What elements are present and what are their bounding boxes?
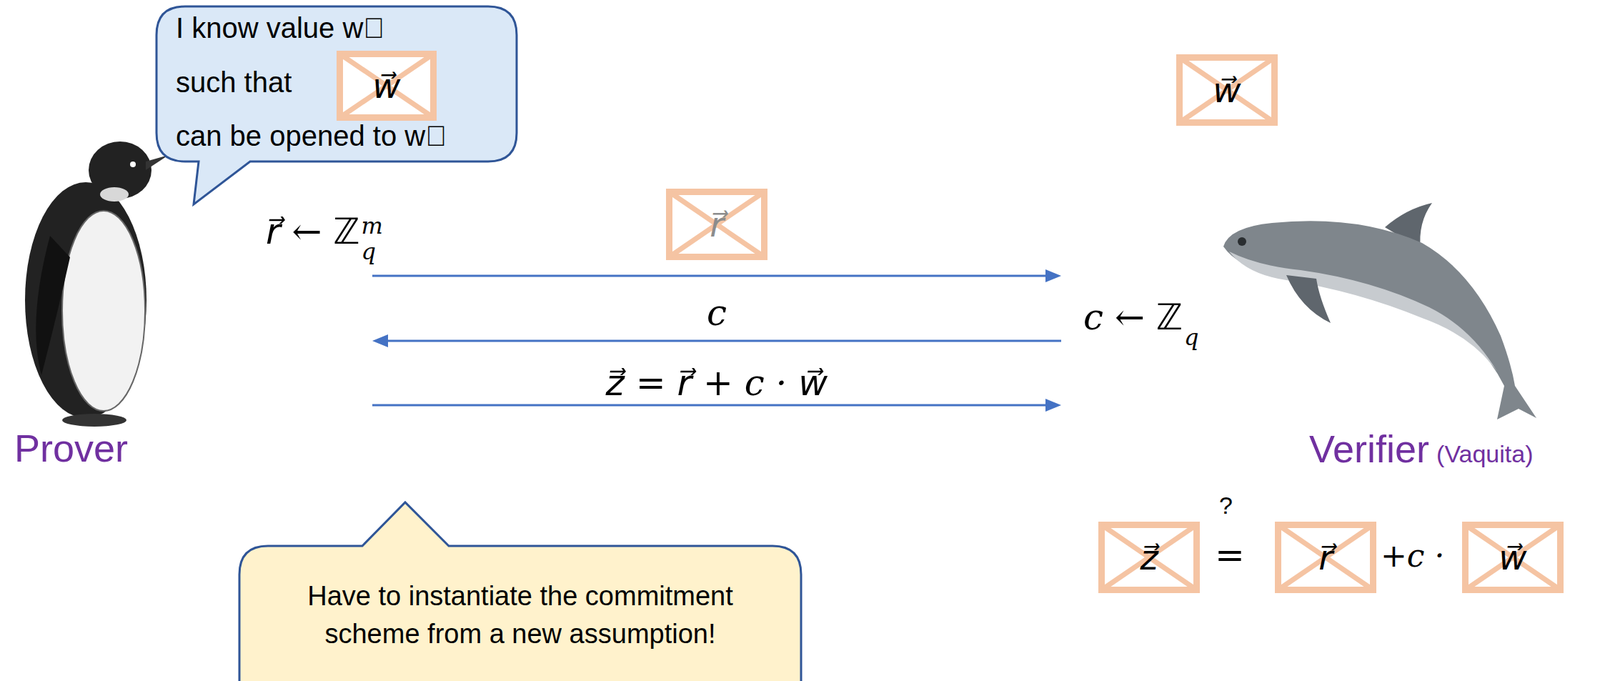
commitment-envelope: r⃗	[666, 188, 768, 261]
party-label: Verifier	[1309, 426, 1430, 471]
commitment-envelope: w⃗	[1176, 54, 1278, 126]
envelope-border	[1101, 525, 1197, 591]
commitment-envelope: z⃗	[1098, 521, 1200, 594]
note-text: such that	[175, 66, 292, 99]
vaquita-body	[1223, 220, 1537, 420]
envelope-content: r⃗	[666, 188, 768, 261]
node-outline	[0, 135, 373, 472]
superscript: m	[360, 214, 383, 238]
math-label: ?	[1219, 491, 1233, 520]
arrow-shaft	[386, 340, 1062, 343]
envelope-border	[1278, 525, 1374, 591]
envelope-fold	[340, 54, 434, 118]
party-label: (Vaquita)	[1436, 440, 1533, 469]
speech-bubble: I know value w⃗ such that can be opened to…	[155, 5, 519, 208]
math-label: r⃗ ← ℤ	[265, 213, 360, 250]
envelope-content: z⃗	[1098, 521, 1200, 594]
envelope-fold	[669, 192, 765, 258]
penguin-belly	[62, 210, 146, 411]
envelope-fold	[1465, 525, 1561, 591]
message-arrow	[372, 334, 1062, 348]
committed-value: r⃗	[1318, 540, 1333, 575]
penguin-flipper	[35, 235, 71, 376]
math-label: +c ·	[1380, 540, 1445, 572]
envelope-fold	[340, 54, 434, 118]
math-label: =	[1214, 537, 1245, 574]
envelope-fold	[1278, 525, 1374, 591]
envelope-fold	[1465, 525, 1561, 591]
envelope-fold	[1101, 525, 1197, 591]
committed-value: w⃗	[1498, 540, 1527, 575]
vaquita-illustration	[1223, 202, 1537, 420]
index-stack: mq	[360, 214, 383, 263]
prover-party: Prover	[0, 135, 373, 472]
envelope-fold	[1101, 525, 1197, 591]
spacer	[1184, 300, 1199, 324]
penguin-neck	[100, 187, 129, 202]
arrow-shaft	[372, 404, 1047, 407]
envelope-fold	[1278, 525, 1374, 591]
note-text: I know value w⃗	[175, 12, 385, 45]
note-text: can be opened to w⃗	[175, 120, 447, 153]
vaquita-flipper	[1286, 275, 1331, 324]
subscript: q	[360, 240, 383, 263]
index-stack: q	[1184, 300, 1199, 349]
committed-value: w⃗	[372, 68, 401, 103]
envelope-fold	[1179, 57, 1275, 123]
verifier-party: Verifier(Vaquita)	[1061, 203, 1600, 470]
subscript: q	[1184, 325, 1199, 349]
message-label: z⃗ = r⃗ + c · w⃗	[605, 365, 829, 401]
penguin-feet	[62, 413, 127, 427]
math-label: c ← ℤ	[1083, 299, 1183, 336]
envelope-border	[340, 54, 434, 118]
envelope-content: w⃗	[1176, 54, 1278, 126]
callout-outline	[239, 502, 802, 681]
envelope-content: r⃗	[1274, 521, 1377, 594]
arrow-head	[1045, 398, 1062, 412]
commitment-envelope: w⃗	[336, 50, 437, 121]
arrow-shaft	[372, 275, 1047, 278]
math-label-group: =	[1214, 537, 1245, 574]
vaquita-eye	[1237, 237, 1247, 246]
envelope-fold	[1179, 57, 1275, 123]
envelope-content: w⃗	[1462, 521, 1564, 594]
envelope-fold	[669, 192, 765, 258]
envelope-border	[1465, 525, 1561, 591]
commitment-envelope: r⃗	[1274, 521, 1377, 594]
math-label-group: c ← ℤq	[1083, 292, 1199, 342]
penguin-beak	[145, 155, 169, 171]
math-label-group: +c ·	[1380, 540, 1445, 572]
commitment-envelope: w⃗	[1462, 521, 1564, 594]
message-arrow	[372, 269, 1062, 283]
note-text: Have to instantiate the commitment schem…	[266, 577, 774, 654]
arrow-head	[372, 334, 389, 348]
committed-value: z⃗	[1139, 540, 1158, 575]
bubble-outline	[156, 6, 517, 205]
message-label: c	[706, 295, 727, 331]
penguin-eye	[130, 161, 136, 168]
committed-value: w⃗	[1212, 72, 1241, 108]
penguin-body	[25, 182, 147, 419]
callout-box: Have to instantiate the commitment schem…	[237, 500, 803, 681]
penguin-illustration	[25, 141, 169, 427]
vaquita-belly	[1229, 251, 1498, 372]
committed-value: r⃗	[709, 207, 724, 242]
math-label-group: r⃗ ← ℤmq	[265, 207, 384, 256]
party-label-row: Verifier(Vaquita)	[1309, 426, 1534, 471]
party-label: Prover	[14, 425, 128, 471]
envelope-border	[669, 192, 765, 258]
envelope-border	[1179, 57, 1275, 123]
math-label-group: ?	[1219, 491, 1233, 520]
envelope-content: w⃗	[336, 50, 437, 121]
arrow-head	[1045, 269, 1062, 283]
